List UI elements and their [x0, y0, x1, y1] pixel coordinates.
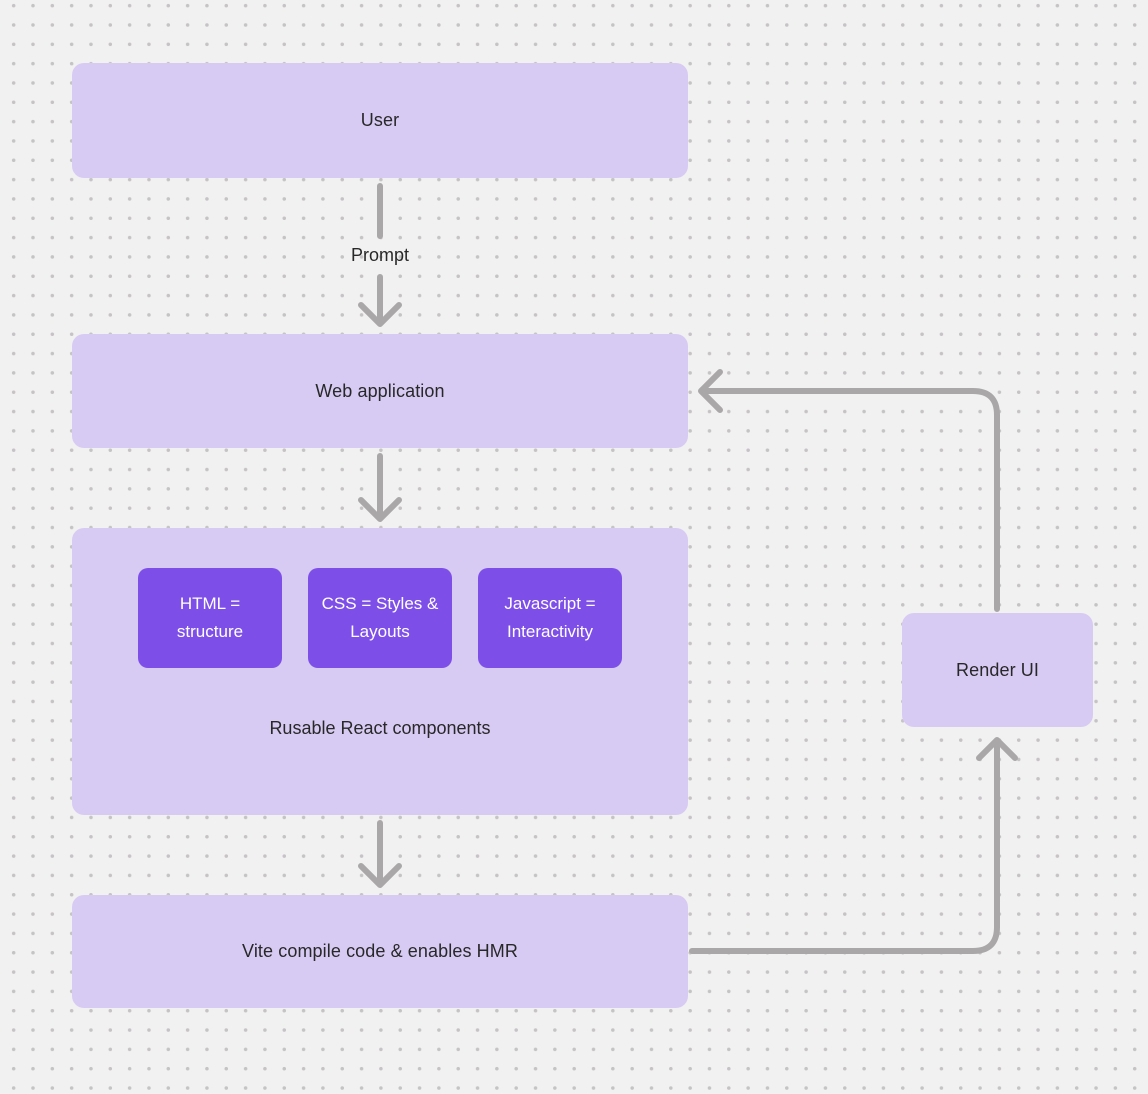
- edge-renderui-to-webapp: [698, 369, 1000, 612]
- edge-prompt-to-webapp: [358, 274, 402, 327]
- node-web-application: Web application: [72, 334, 688, 448]
- node-user: User: [72, 63, 688, 178]
- edge-webapp-to-components: [358, 453, 402, 522]
- chip-html-label: HTML = structure: [176, 594, 244, 641]
- node-user-label: User: [360, 110, 400, 130]
- node-render-ui-label: Render UI: [956, 659, 1039, 680]
- node-web-application-label: Web application: [315, 380, 445, 401]
- chip-css-label: CSS = Styles & Layouts: [321, 594, 439, 641]
- components-group-caption: Rusable React components: [269, 718, 491, 738]
- edge-components-to-vite: [358, 820, 402, 888]
- node-components-group: HTML = structure CSS = Styles & Layouts …: [72, 528, 688, 815]
- chip-css: CSS = Styles & Layouts: [308, 568, 452, 668]
- edge-label-prompt: Prompt: [350, 245, 410, 265]
- node-render-ui: Render UI: [902, 613, 1093, 727]
- edge-vite-to-renderui: [689, 737, 1018, 954]
- chip-javascript-label: Javascript = Interactivity: [504, 594, 596, 641]
- node-vite-label: Vite compile code & enables HMR: [242, 941, 518, 961]
- chip-javascript: Javascript = Interactivity: [478, 568, 622, 668]
- chip-html: HTML = structure: [138, 568, 282, 668]
- node-vite: Vite compile code & enables HMR: [72, 895, 688, 1008]
